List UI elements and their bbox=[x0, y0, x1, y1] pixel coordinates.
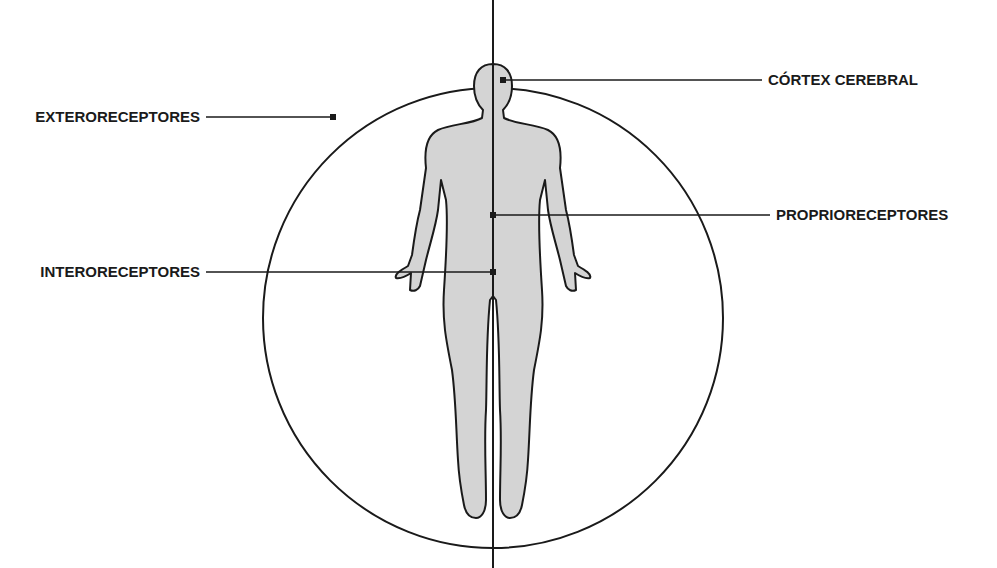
receptor-label: EXTERORECEPTORES bbox=[35, 108, 200, 126]
leader-dots bbox=[330, 77, 506, 275]
receptor-label: CÓRTEX CEREBRAL bbox=[768, 71, 918, 89]
leader-lines bbox=[206, 80, 770, 272]
midline bbox=[492, 0, 494, 568]
receptor-label: INTERORECEPTORES bbox=[40, 263, 200, 281]
receptor-label: PROPRIORECEPTORES bbox=[776, 206, 948, 224]
